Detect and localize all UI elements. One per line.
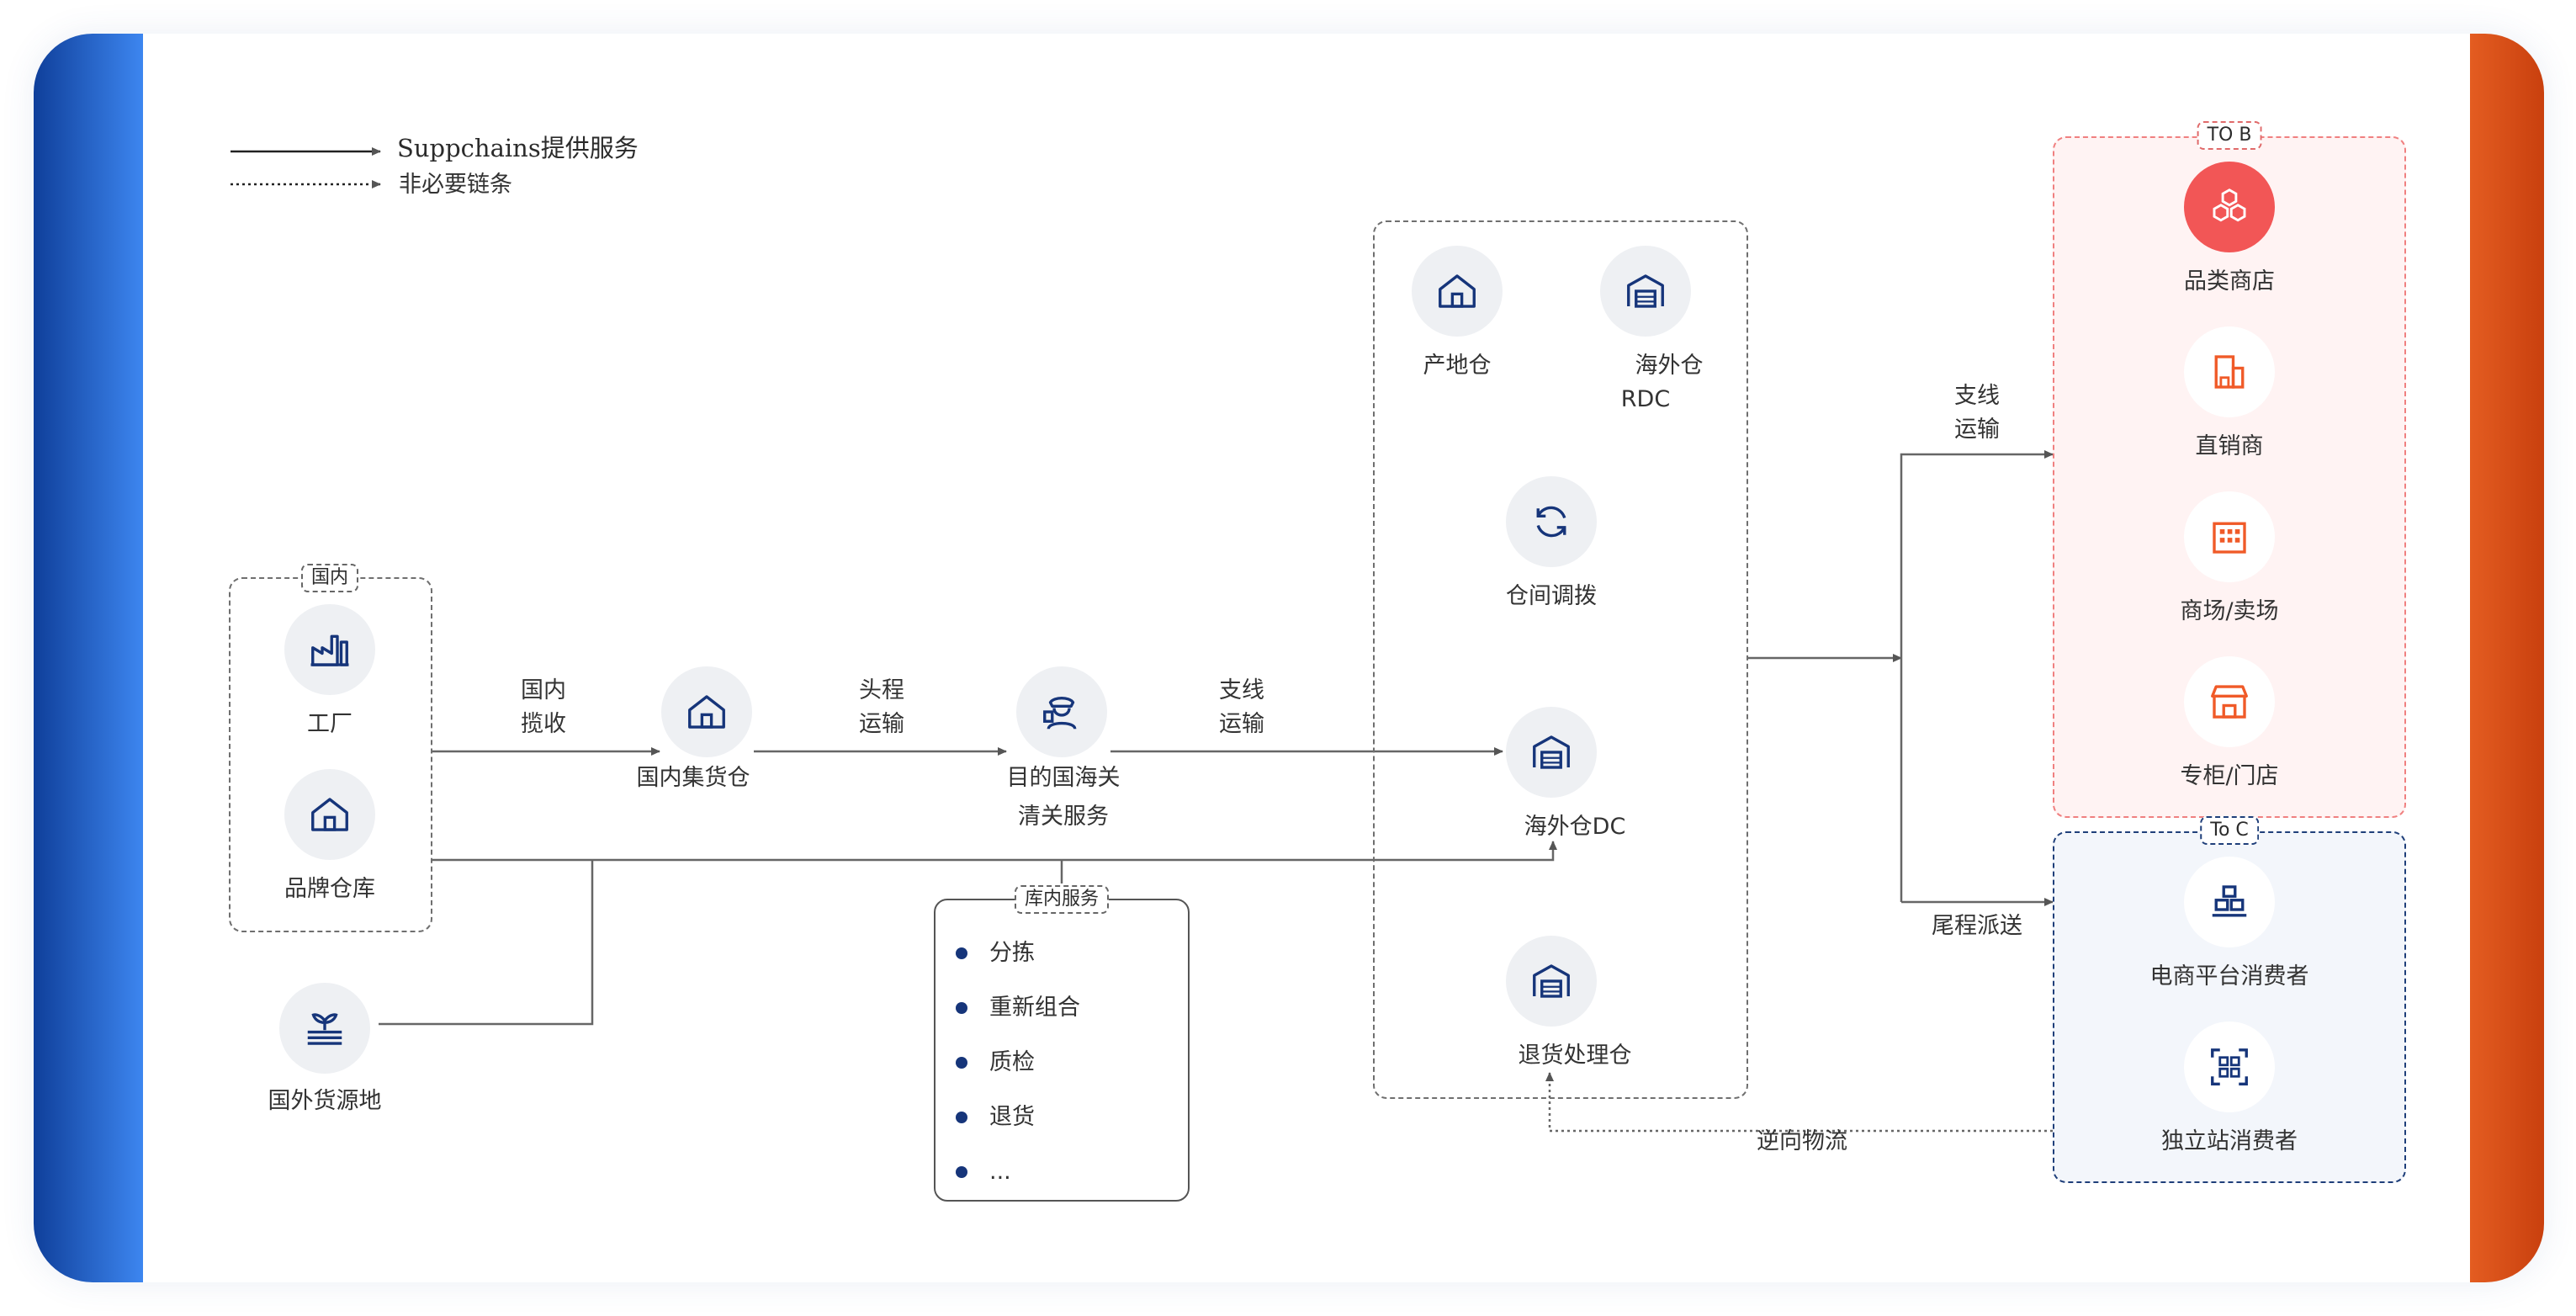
house-icon xyxy=(311,798,348,831)
direct-seller-node xyxy=(2184,326,2275,417)
edge-label-domestic-pickup-1: 国内 xyxy=(521,677,566,703)
returns-warehouse-node xyxy=(1506,936,1597,1027)
edge-label-first-leg-1: 头程 xyxy=(859,677,904,703)
returns-warehouse-label: 退货处理仓 xyxy=(1518,1043,1632,1069)
edge-label-branch-1a: 支线 xyxy=(1219,677,1264,703)
mall-node xyxy=(2184,491,2275,582)
customs-node xyxy=(1016,666,1107,757)
factory-icon xyxy=(310,634,349,666)
house-icon xyxy=(688,695,725,729)
warehouse-services-list: 分拣 重新组合 质检 退货 ... xyxy=(942,926,1080,1199)
independent-site-consumer-label: 独立站消费者 xyxy=(2161,1128,2298,1154)
to-c-tag: To C xyxy=(2200,816,2259,845)
ecommerce-consumer-node xyxy=(2184,857,2275,947)
overseas-source-label: 国外货源地 xyxy=(268,1088,382,1114)
origin-warehouse-label: 产地仓 xyxy=(1423,353,1492,379)
ecommerce-consumer-label: 电商平台消费者 xyxy=(2149,963,2309,990)
edge-label-last-mile: 尾程派送 xyxy=(1932,913,2022,939)
transfer-node xyxy=(1506,476,1597,567)
rdc-label-2: RDC xyxy=(1620,386,1671,412)
warehouse-services-tag: 库内服务 xyxy=(1014,885,1110,914)
sprout-icon xyxy=(307,1013,342,1045)
edge-label-branch-2b: 运输 xyxy=(1954,417,2000,443)
edge-label-first-leg-2: 运输 xyxy=(859,711,904,737)
scan-frame-icon xyxy=(2211,1048,2248,1085)
consolidation-label: 国内集货仓 xyxy=(636,765,750,791)
building-icon xyxy=(2214,355,2245,389)
to-b-tag: TO B xyxy=(2197,121,2262,150)
brand-warehouse-node xyxy=(284,769,375,860)
dc-node xyxy=(1506,707,1597,798)
house-icon xyxy=(1439,274,1476,308)
warehouse-icon xyxy=(1533,735,1570,769)
list-item: 质检 xyxy=(942,1035,1080,1090)
consolidation-node xyxy=(661,666,752,757)
mall-building-icon xyxy=(2213,522,2246,554)
transfer-label: 仓间调拨 xyxy=(1506,583,1597,609)
refresh-icon xyxy=(1536,506,1566,538)
category-store-node xyxy=(2184,162,2275,252)
list-item: ... xyxy=(942,1144,1080,1199)
origin-warehouse-node xyxy=(1412,246,1503,337)
edge-label-branch-1b: 运输 xyxy=(1219,711,1264,737)
customs-label-1: 目的国海关 xyxy=(1006,765,1121,791)
list-item: 重新组合 xyxy=(942,980,1080,1035)
domestic-tag: 国内 xyxy=(300,564,359,592)
edge-bypass-to-dc xyxy=(431,841,1557,862)
brand-warehouse-label: 品牌仓库 xyxy=(284,876,375,902)
edge-to-b xyxy=(1900,450,2054,902)
edge-overseas-source xyxy=(379,860,594,1026)
warehouse-icon xyxy=(1533,964,1570,998)
edge-label-branch-2a: 支线 xyxy=(1954,383,2000,409)
customs-officer-icon xyxy=(1043,697,1077,730)
platform-grid-icon xyxy=(2212,885,2247,917)
rdc-node xyxy=(1600,246,1691,337)
warehouse-icon xyxy=(1627,274,1664,308)
edge-label-reverse: 逆向物流 xyxy=(1757,1128,1847,1154)
rdc-label-1: 海外仓 xyxy=(1635,353,1704,379)
storefront-icon xyxy=(2211,685,2248,719)
category-store-label: 品类商店 xyxy=(2184,268,2275,295)
direct-seller-label: 直销商 xyxy=(2195,433,2264,459)
customs-label-2: 清关服务 xyxy=(1018,804,1109,830)
factory-node xyxy=(284,604,375,695)
counter-store-label: 专柜/门店 xyxy=(2180,763,2279,789)
legend-dashed-label: 非必要链条 xyxy=(399,172,512,198)
legend-solid-label: Suppchains提供服务 xyxy=(397,134,639,162)
independent-site-consumer-node xyxy=(2184,1021,2275,1112)
factory-label: 工厂 xyxy=(307,711,352,737)
overseas-source-node xyxy=(279,983,370,1074)
overseas-warehouse-group xyxy=(1373,220,1748,1099)
mall-label: 商场/卖场 xyxy=(2180,598,2279,624)
list-item: 分拣 xyxy=(942,926,1080,980)
edge-reverse xyxy=(1545,1072,2053,1133)
dc-label: 海外仓DC xyxy=(1524,814,1626,840)
list-item: 退货 xyxy=(942,1090,1080,1144)
hexagons-icon xyxy=(2213,188,2246,222)
counter-store-node xyxy=(2184,656,2275,747)
edge-label-domestic-pickup-2: 揽收 xyxy=(521,711,566,737)
